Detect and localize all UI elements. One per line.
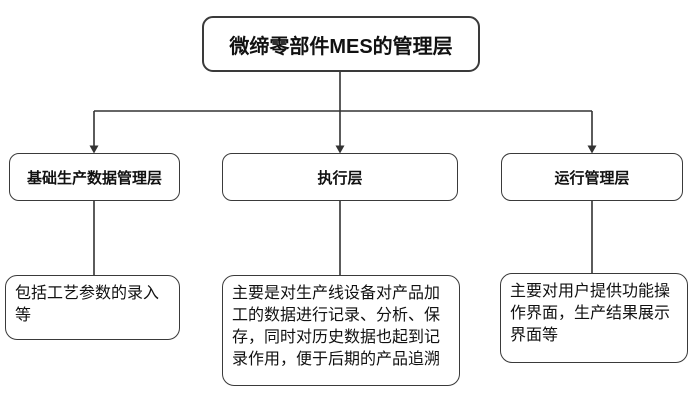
- node-label: 执行层: [317, 169, 363, 187]
- node-root-label: 微缔零部件MES的管理层: [229, 35, 453, 58]
- node-label: 基础生产数据管理层: [26, 169, 162, 187]
- node-desc-text: 主要是对生产线设备对产品加 工的数据进行记录、分析、保 存，同时对历史数据也起到…: [232, 285, 441, 368]
- node-basic-production-data-layer: 基础生产数据管理层: [9, 153, 180, 201]
- arrow-down-icon: [89, 145, 99, 154]
- node-label: 运行管理层: [554, 169, 630, 187]
- node-operation-management-layer: 运行管理层: [501, 153, 683, 201]
- node-execution-desc: 主要是对生产线设备对产品加 工的数据进行记录、分析、保 存，同时对历史数据也起到…: [222, 275, 460, 386]
- arrow-down-icon: [335, 145, 345, 154]
- connector-path: [93, 72, 593, 275]
- node-execution-layer: 执行层: [222, 153, 458, 201]
- node-basic-production-data-desc: 包括工艺参数的录入 等: [5, 275, 180, 340]
- node-operation-management-desc: 主要对用户提供功能操 作界面，生产结果展示 界面等: [500, 273, 688, 363]
- arrow-down-icon: [587, 145, 597, 154]
- node-root-management-layer: 微缔零部件MES的管理层: [202, 16, 480, 72]
- node-desc-text: 主要对用户提供功能操 作界面，生产结果展示 界面等: [510, 283, 671, 344]
- node-desc-text: 包括工艺参数的录入 等: [15, 285, 160, 324]
